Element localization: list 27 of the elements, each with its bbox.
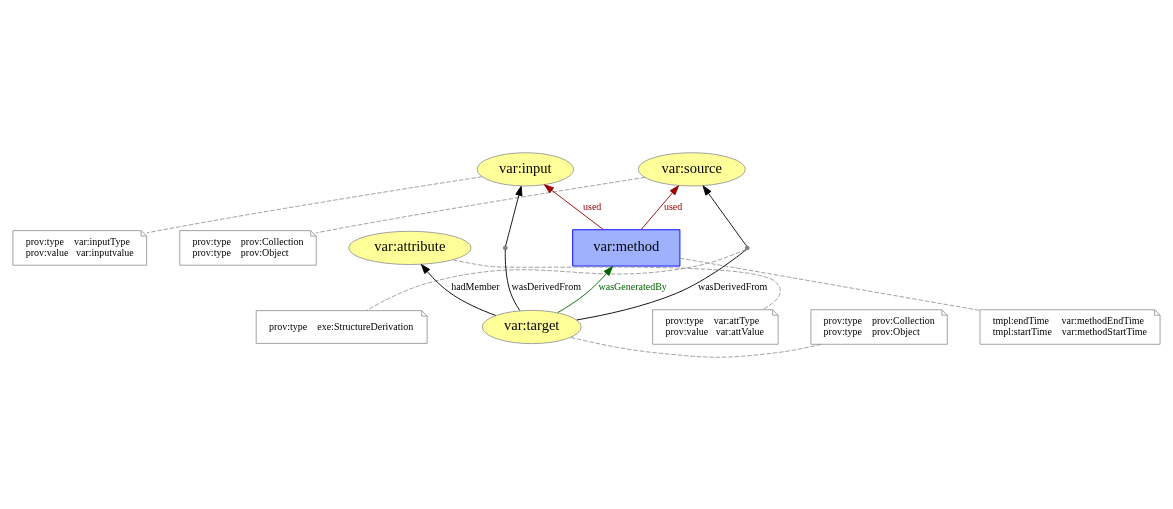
node-ellipse: var:attribute — [348, 230, 472, 265]
connector — [315, 176, 646, 233]
node-box: var:method — [572, 228, 681, 267]
connector — [146, 175, 483, 233]
node-circle — [502, 245, 508, 250]
arrow — [640, 184, 679, 230]
arrow — [543, 183, 604, 230]
arrow — [702, 185, 747, 246]
connector — [452, 258, 781, 310]
connector — [504, 249, 521, 311]
node-ellipse: var:target — [481, 309, 582, 344]
node-ellipse: var:input — [476, 151, 575, 186]
connector — [679, 257, 981, 311]
edge-label: hadMember — [451, 280, 500, 292]
edge-label: wasGeneratedBy — [598, 280, 667, 292]
arrow — [505, 185, 523, 246]
node-circle — [744, 245, 750, 250]
connector — [366, 248, 747, 311]
edge-label: wasDerivedFrom — [697, 280, 768, 292]
connector — [570, 336, 822, 358]
edge-label: used — [583, 200, 602, 212]
arrow — [420, 263, 497, 316]
connector — [576, 248, 747, 320]
node-ellipse: var:source — [637, 151, 746, 186]
edge-label: wasDerivedFrom — [511, 280, 581, 292]
edge-label: used — [663, 200, 683, 212]
arrow — [557, 265, 613, 313]
